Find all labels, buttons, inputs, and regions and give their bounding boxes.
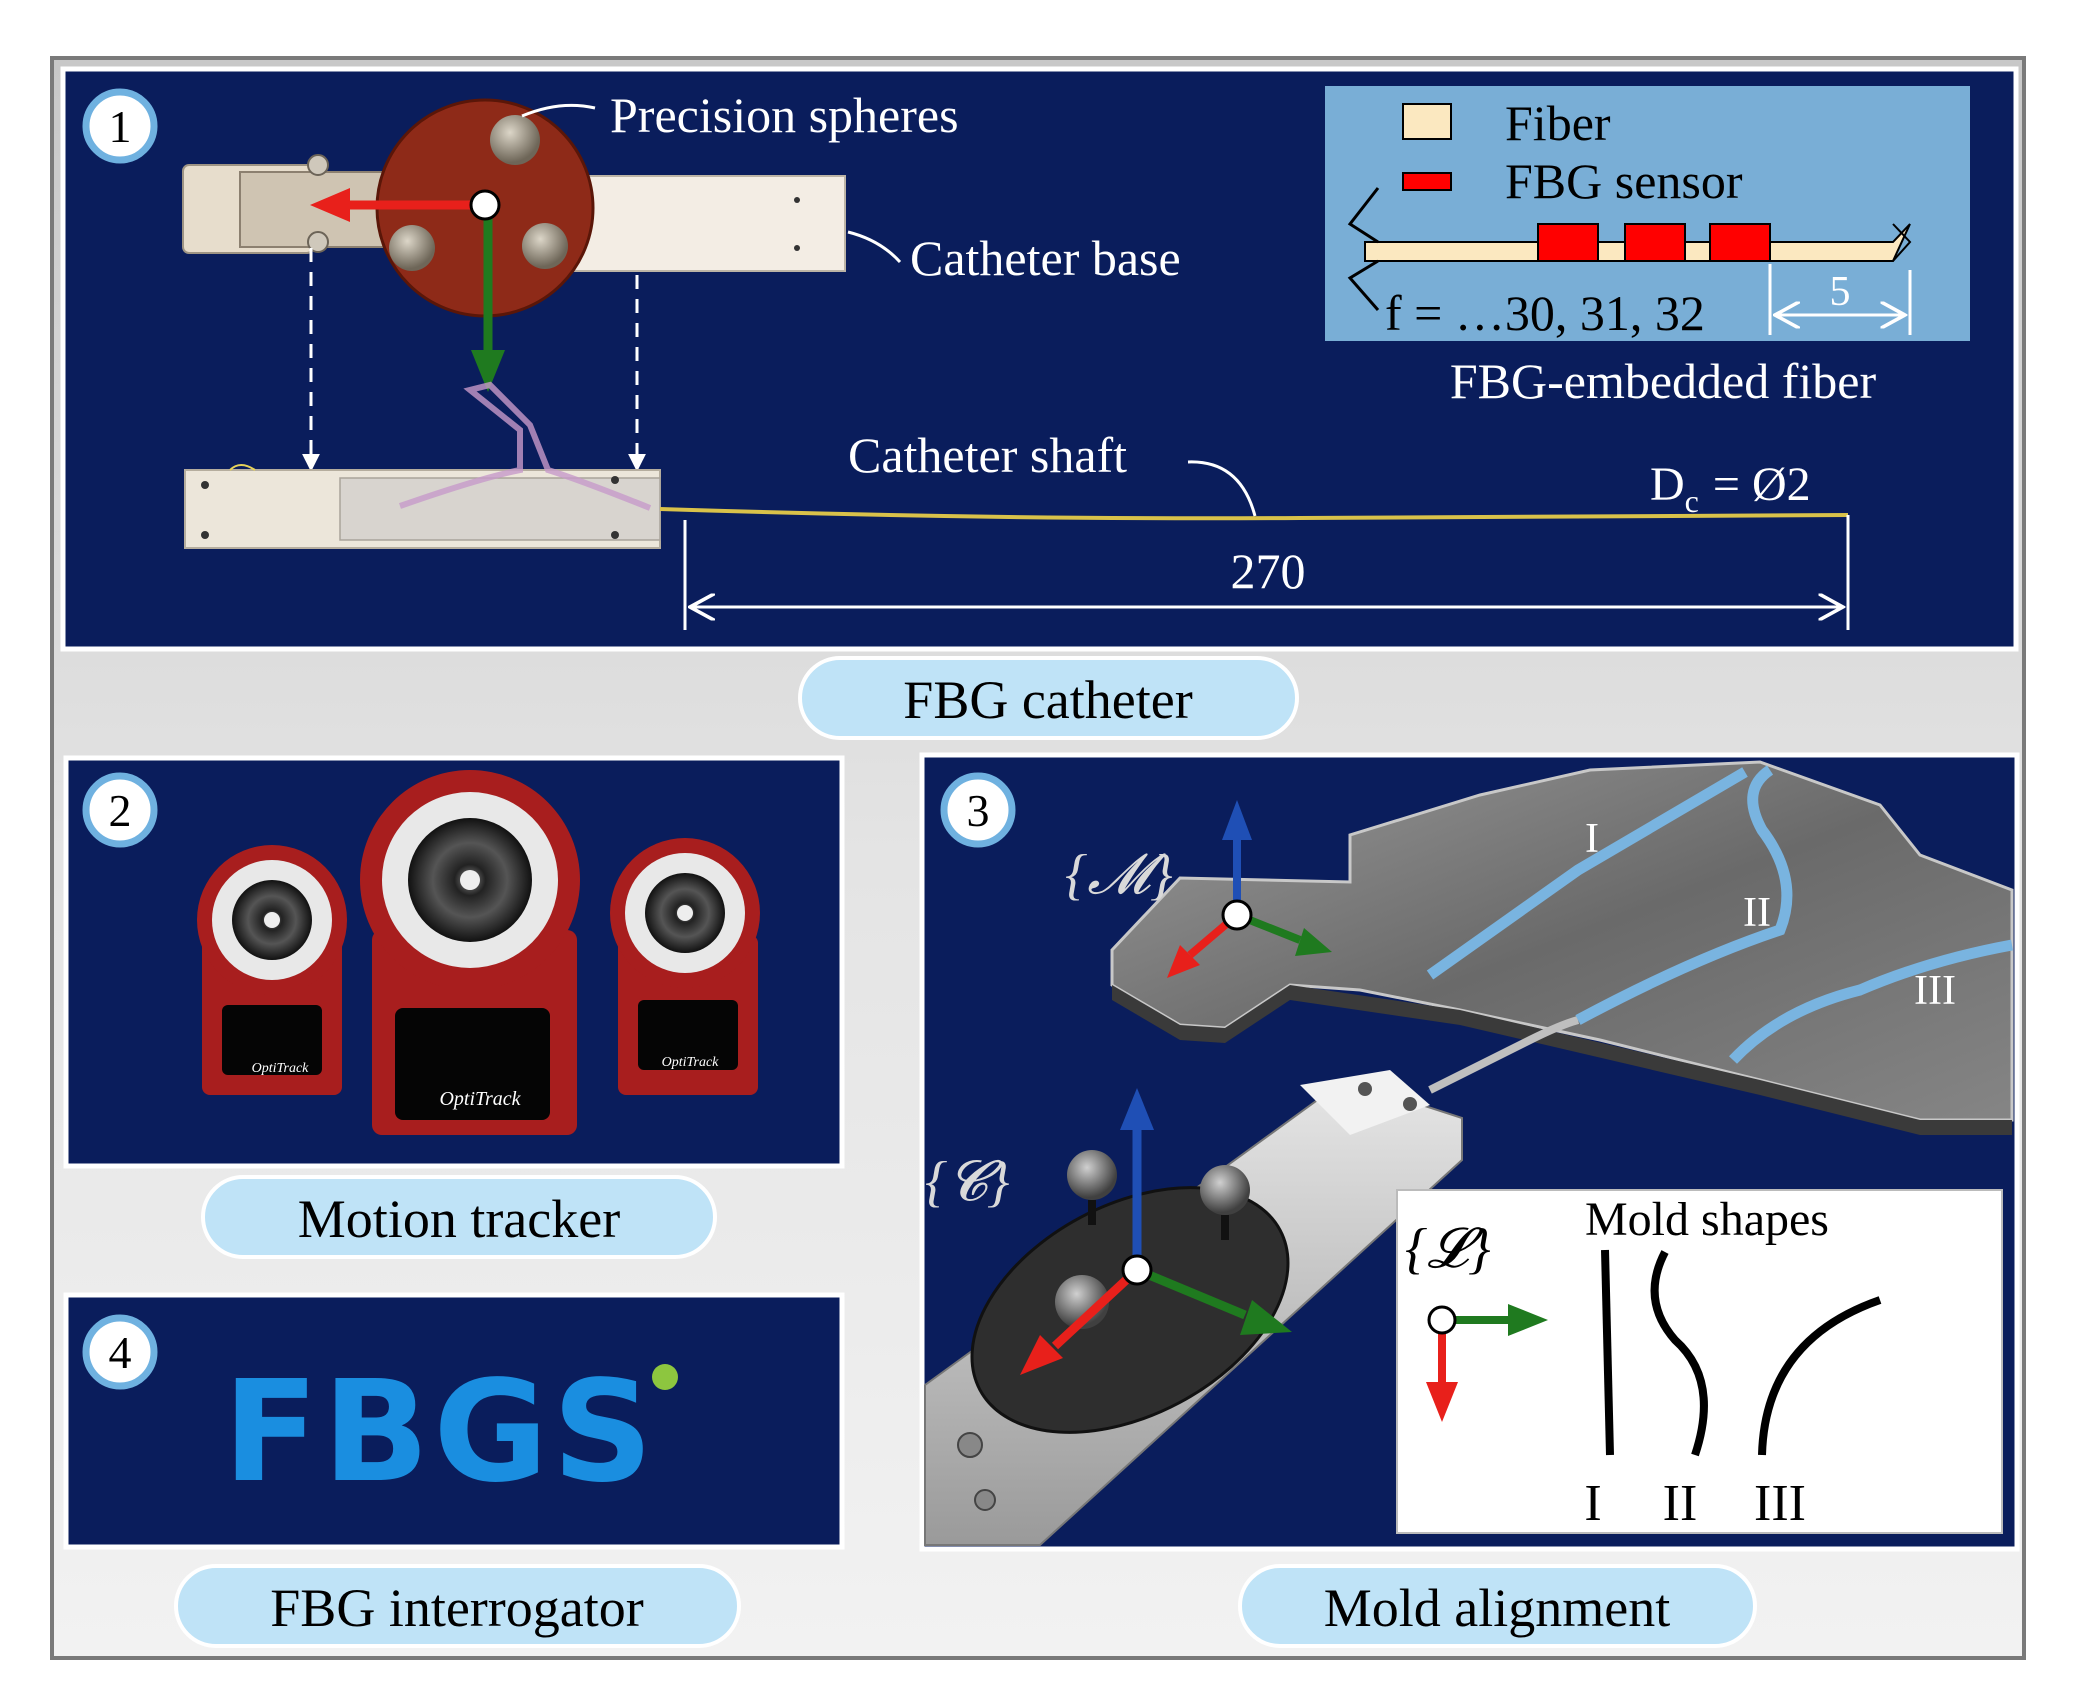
leader-line	[521, 103, 596, 118]
mold-path-iii	[1728, 939, 2013, 1064]
label-catheter-base: Catheter base	[910, 230, 1181, 286]
fbg-sensor	[1709, 223, 1771, 262]
panel-4-number: 4	[109, 1327, 132, 1378]
frame-c-axes	[1020, 1088, 1292, 1375]
motion-capture-camera: OptiTrack	[610, 838, 760, 1095]
fiber-legend-caption: FBG-embedded fiber	[1450, 353, 1877, 409]
caption-fbg-interrogator-text: FBG interrogator	[270, 1578, 643, 1638]
panel-1-number-badge: 1	[82, 88, 158, 164]
mold-path-label-iii: III	[1914, 968, 1956, 1014]
fbg-sensor	[1537, 223, 1599, 262]
precision-sphere	[1055, 1275, 1109, 1329]
panel-4-number-badge: 4	[82, 1314, 158, 1390]
tracker-disk	[970, 1186, 1290, 1434]
precision-sphere	[490, 115, 540, 165]
mold-shape-i	[1601, 1249, 1614, 1456]
fbg-sensor	[1624, 223, 1686, 262]
fiber-sensor-indices: f = …30, 31, 32	[1385, 285, 1705, 341]
panel-2-number-badge: 2	[82, 772, 158, 848]
motion-capture-camera: OptiTrack	[360, 770, 580, 1135]
label-diameter: Dc = Ø2	[1650, 458, 1811, 519]
fiber-legend-label: Fiber	[1505, 95, 1611, 151]
mold-shape-label-i: I	[1584, 1475, 1601, 1532]
motion-capture-camera: OptiTrack	[197, 845, 347, 1095]
panel-3-number-badge: 3	[940, 772, 1016, 848]
catheter-base	[182, 98, 846, 392]
fiber-legend: Fiber FBG sensor f = …30, 31, 32 5	[1325, 86, 1970, 341]
label-length: 270	[1231, 543, 1306, 599]
fiber-legend-swatch	[1402, 103, 1452, 140]
mold-shape-label-ii: II	[1663, 1475, 1698, 1532]
caption-motion-tracker-text: Motion tracker	[298, 1189, 620, 1249]
frame-m-label: {𝓜}	[1065, 844, 1173, 906]
label-diameter-symbol: D	[1650, 458, 1685, 511]
mold-path-i	[1426, 767, 1748, 980]
label-diameter-sub: c	[1685, 483, 1699, 519]
panel-2: 2 OptiTrack OptiTrack	[63, 755, 845, 1169]
mold-path-label-i: I	[1585, 816, 1599, 862]
label-catheter-shaft: Catheter shaft	[848, 427, 1127, 483]
panel-1-number: 1	[109, 101, 132, 152]
caption-fbg-catheter-text: FBG catheter	[903, 670, 1192, 730]
mold-shapes-inset: {𝓛} Mold shapes I II III	[1396, 1189, 2003, 1534]
panel-4: 4 FBGS	[63, 1292, 845, 1550]
frame-c-label: {𝓒}	[925, 1151, 1009, 1213]
fbgs-logo: FBGS	[223, 1351, 657, 1514]
precision-sphere	[1200, 1165, 1250, 1215]
precision-sphere	[389, 225, 435, 271]
fbgs-logo-dot	[652, 1364, 678, 1390]
fiber-spacing-label: 5	[1830, 269, 1851, 315]
catheter-shaft	[659, 507, 1849, 521]
label-precision-spheres: Precision spheres	[610, 87, 959, 143]
frame-l-label: {𝓛}	[1405, 1218, 1491, 1280]
precision-sphere	[1067, 1150, 1117, 1200]
camera-brand-label: OptiTrack	[252, 1061, 310, 1076]
catheter-base-mount	[924, 1016, 1580, 1546]
camera-brand-label: OptiTrack	[439, 1088, 521, 1110]
caption-mold-alignment: Mold alignment	[1238, 1564, 1757, 1648]
mold-shape-ii	[1650, 1250, 1708, 1457]
mold-shape-iii	[1758, 1296, 1882, 1456]
caption-mold-alignment-text: Mold alignment	[1324, 1578, 1670, 1638]
caption-fbg-catheter: FBG catheter	[798, 656, 1299, 740]
fbg-sensor-legend-swatch	[1402, 172, 1452, 191]
panel-4-background	[63, 1292, 845, 1550]
panel-1: 1	[60, 66, 2019, 652]
leader-line	[847, 230, 902, 264]
mold-shape-label-iii: III	[1754, 1475, 1806, 1532]
caption-fbg-interrogator: FBG interrogator	[174, 1564, 741, 1648]
panel-3: I II III {𝓜} {𝓒} {𝓛}	[919, 752, 2020, 1552]
panel-2-number: 2	[109, 785, 132, 836]
mold-shapes-title: Mold shapes	[1585, 1193, 1829, 1246]
mold-shapes-inset-box	[1396, 1189, 2003, 1534]
caption-motion-tracker: Motion tracker	[201, 1175, 717, 1259]
fiber-end	[1347, 187, 1380, 311]
catheter-body	[184, 381, 661, 549]
mold-path-ii	[1575, 765, 1793, 1025]
camera-brand-label: OptiTrack	[662, 1055, 720, 1070]
label-diameter-value: = Ø2	[1713, 458, 1811, 511]
frame-m-axes	[1167, 800, 1332, 978]
panel-3-number: 3	[967, 785, 990, 836]
leader-line	[1187, 460, 1257, 517]
mold-path-label-ii: II	[1743, 890, 1771, 936]
precision-sphere	[522, 223, 568, 269]
fbg-sensor-legend-label: FBG sensor	[1505, 153, 1743, 209]
